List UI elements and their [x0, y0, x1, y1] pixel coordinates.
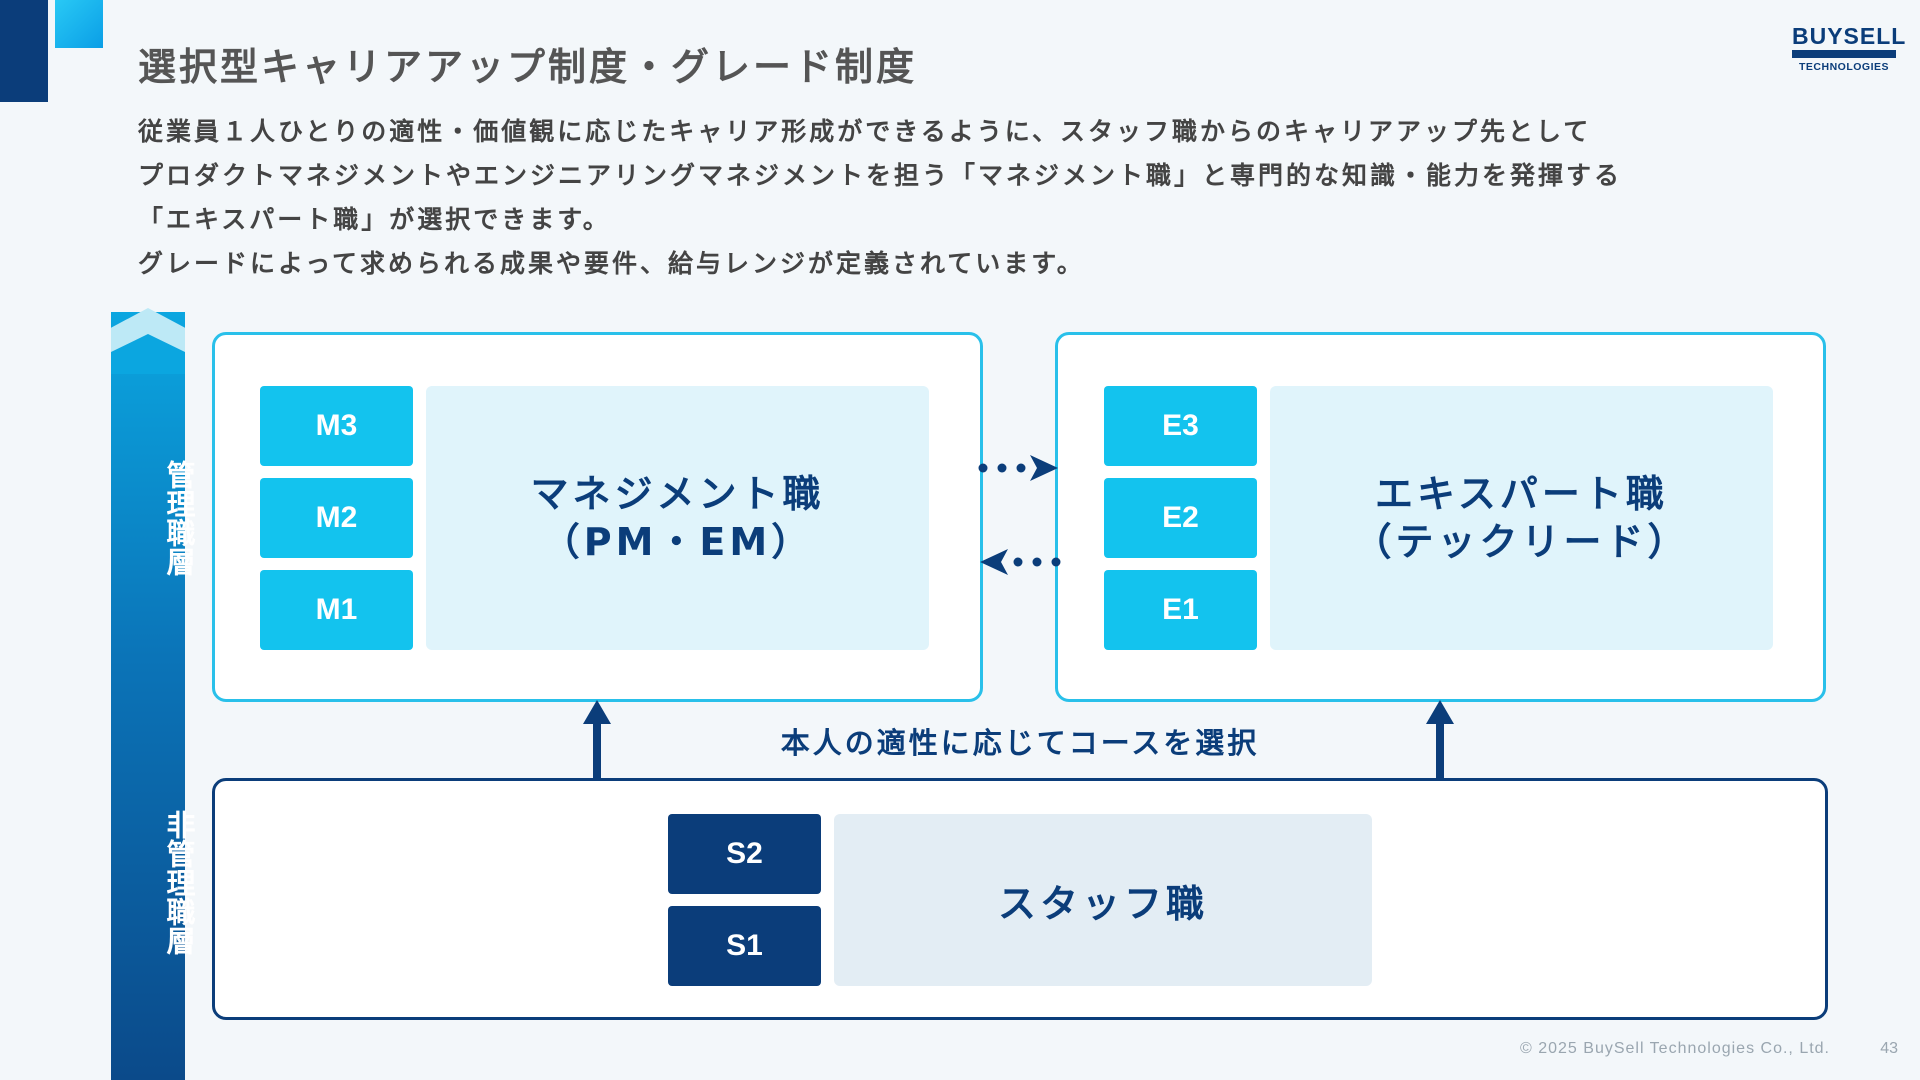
description-line: プロダクトマネジメントやエンジニアリングマネジメントを担う「マネジメント職」と専… — [138, 161, 1623, 190]
expert-role-title: エキスパート職 — [1375, 472, 1668, 516]
corner-decoration-dark — [0, 0, 48, 102]
staff-track-panel: S2 S1 スタッフ職 — [212, 778, 1828, 1020]
description-line: 「エキスパート職」が選択できます。 — [138, 205, 611, 234]
copyright: © 2025 BuySell Technologies Co., Ltd. — [1520, 1040, 1830, 1057]
grade-badge-s2: S2 — [668, 814, 821, 894]
expert-role-subtitle: （テックリード） — [1353, 520, 1690, 564]
arrow-staff-to-management — [583, 700, 611, 778]
grade-badge-e2: E2 — [1104, 478, 1257, 558]
grade-badge-m2: M2 — [260, 478, 413, 558]
axis-label-management-layer: 管理職層 — [162, 460, 196, 576]
corner-decoration-cyan — [55, 0, 103, 48]
description: 従業員１人ひとりの適性・価値観に応じたキャリア形成ができるように、スタッフ職から… — [138, 110, 1738, 286]
hierarchy-axis-bar — [111, 312, 185, 1080]
staff-role-box: スタッフ職 — [834, 814, 1372, 986]
expert-role-box: エキスパート職 （テックリード） — [1270, 386, 1773, 650]
dotted-arrow-management-to-expert — [978, 455, 1058, 481]
management-role-title: マネジメント職 — [530, 472, 825, 516]
arrow-staff-to-expert — [1426, 700, 1454, 778]
management-role-box: マネジメント職 （PM・EM） — [426, 386, 929, 650]
grade-badge-e3: E3 — [1104, 386, 1257, 466]
grade-badge-s1: S1 — [668, 906, 821, 986]
grade-badge-m1: M1 — [260, 570, 413, 650]
description-line: 従業員１人ひとりの適性・価値観に応じたキャリア形成ができるように、スタッフ職から… — [138, 117, 1592, 146]
staff-role-title: スタッフ職 — [997, 881, 1208, 926]
grade-badge-m3: M3 — [260, 386, 413, 466]
axis-label-non-management-layer: 非管理職層 — [162, 810, 196, 955]
logo-sub-text: TECHNOLOGIES — [1798, 61, 1889, 73]
description-line: グレードによって求められる成果や要件、給与レンジが定義されています。 — [138, 249, 1085, 278]
management-track-panel: M3 M2 M1 マネジメント職 （PM・EM） — [212, 332, 983, 702]
logo-main-text: BUYSELL — [1792, 23, 1907, 49]
logo-bar — [1792, 50, 1896, 58]
management-role-subtitle: （PM・EM） — [541, 520, 814, 564]
course-selection-label: 本人の適性に応じてコースを選択 — [780, 726, 1260, 760]
dotted-arrow-expert-to-management — [980, 549, 1061, 575]
company-logo: BUYSELL TECHNOLOGIES — [1792, 23, 1907, 73]
expert-track-panel: E3 E2 E1 エキスパート職 （テックリード） — [1055, 332, 1826, 702]
page-title: 選択型キャリアアップ制度・グレード制度 — [138, 45, 918, 89]
page-number: 43 — [1880, 1040, 1898, 1057]
grade-badge-e1: E1 — [1104, 570, 1257, 650]
